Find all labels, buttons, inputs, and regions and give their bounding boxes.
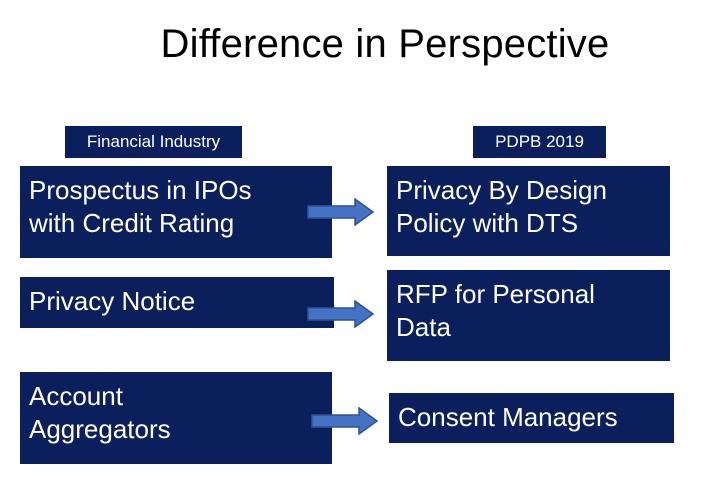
left-item-privacy-notice: Privacy Notice (20, 277, 334, 328)
left-item-prospectus-line1: Prospectus in IPOs (29, 175, 252, 205)
right-item-rfp-personal-data-line2: Data (396, 312, 451, 343)
left-item-account-aggregators: Account Aggregators (20, 372, 332, 464)
right-item-rfp-personal-data-line1: RFP for Personal (396, 279, 595, 309)
left-item-prospectus-line2: with Credit Rating (29, 208, 235, 239)
left-column-header-label: Financial Industry (86, 132, 221, 151)
right-item-consent-managers-line1: Consent Managers (398, 402, 618, 432)
arrow-right-icon (307, 198, 375, 226)
right-item-consent-managers: Consent Managers (389, 393, 674, 443)
left-item-account-aggregators-line1: Account (29, 381, 123, 411)
arrow-right-icon (307, 300, 375, 328)
left-item-account-aggregators-line2: Aggregators (29, 414, 171, 445)
right-item-privacy-by-design-line2: Policy with DTS (396, 208, 579, 239)
right-column-header: PDPB 2019 (473, 126, 606, 158)
left-item-prospectus: Prospectus in IPOs with Credit Rating (20, 166, 332, 258)
slide-title: Difference in Perspective (160, 22, 610, 66)
arrow-right-icon (311, 407, 379, 435)
right-item-privacy-by-design: Privacy By Design Policy with DTS (387, 166, 670, 256)
right-item-privacy-by-design-line1: Privacy By Design (396, 175, 607, 205)
left-column-header: Financial Industry (65, 126, 242, 158)
right-column-header-label: PDPB 2019 (495, 132, 584, 151)
right-item-rfp-personal-data: RFP for Personal Data (387, 270, 670, 361)
left-item-privacy-notice-line1: Privacy Notice (29, 286, 196, 316)
